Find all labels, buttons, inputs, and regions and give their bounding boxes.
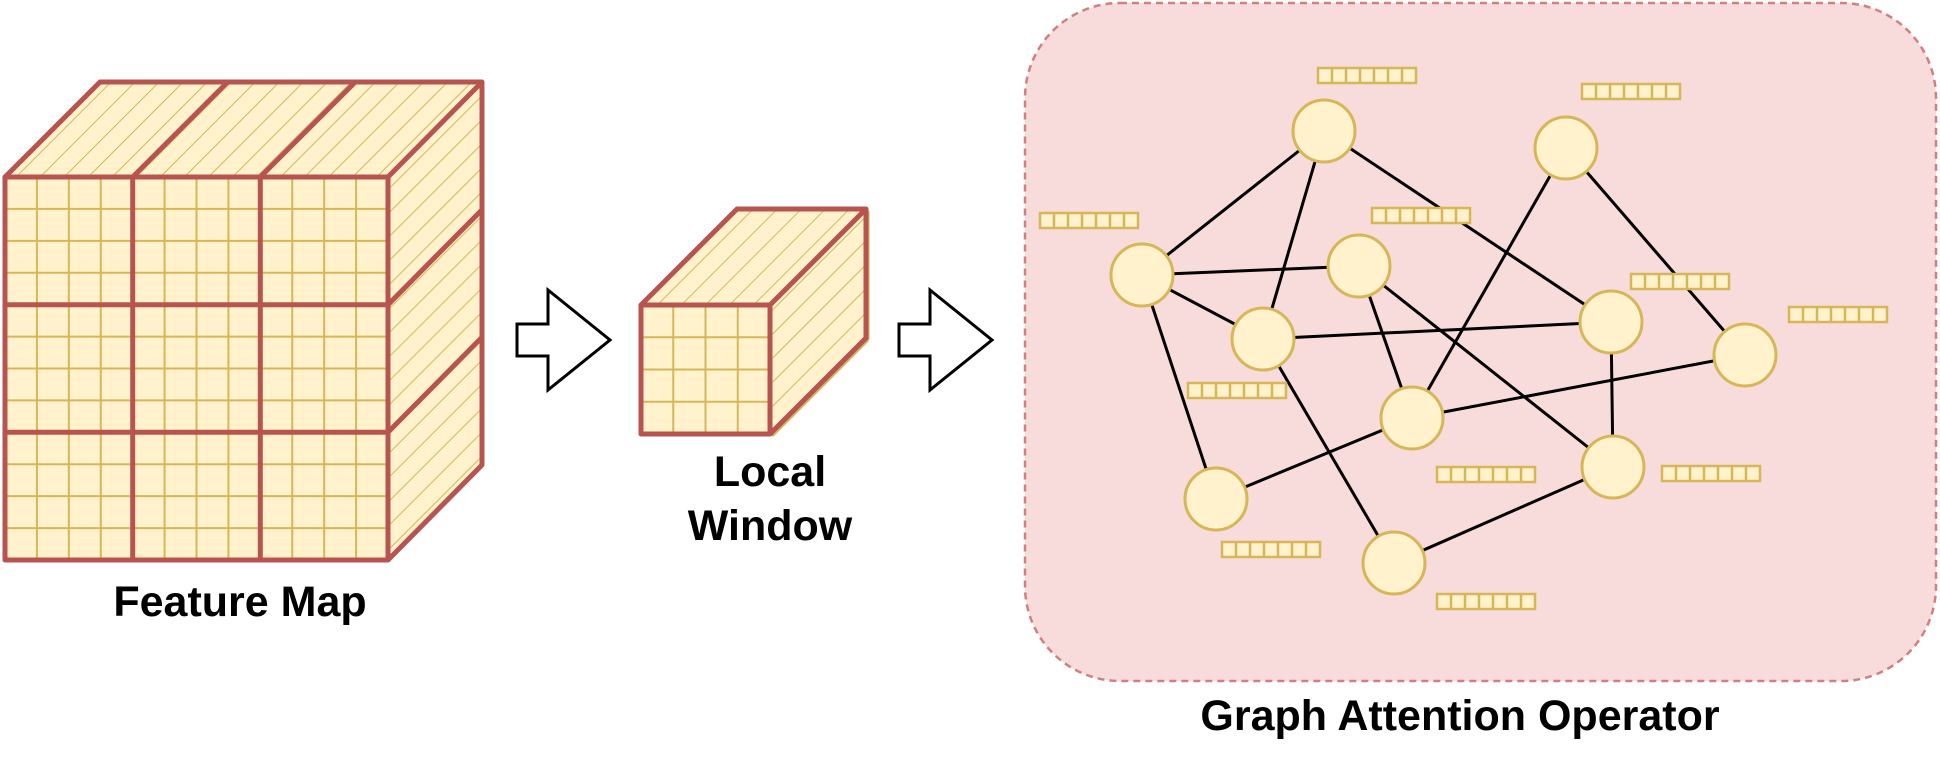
feature-vector-box bbox=[1435, 465, 1537, 484]
graph-node bbox=[1361, 530, 1427, 596]
graph-node bbox=[1533, 115, 1599, 181]
graph-node bbox=[1578, 289, 1644, 355]
feature-vector-box bbox=[1435, 592, 1537, 611]
feature-vector-box bbox=[1580, 82, 1682, 101]
feature-vector bbox=[1629, 272, 1731, 291]
graph-node bbox=[1379, 385, 1445, 451]
graph-edge bbox=[1215, 416, 1413, 501]
feature-map-cube bbox=[2, 79, 485, 563]
feature-vector bbox=[1435, 465, 1537, 484]
feature-vector-box bbox=[1316, 66, 1418, 85]
feature-map-caption: Feature Map bbox=[113, 578, 367, 626]
feature-vector bbox=[1660, 464, 1762, 483]
local-window-caption: Local Window bbox=[640, 445, 900, 553]
feature-vector bbox=[1316, 66, 1418, 85]
local-window-front-grid bbox=[641, 305, 770, 434]
graph-edge bbox=[1261, 130, 1326, 340]
feature-map-top-face bbox=[5, 82, 482, 177]
graph-attention-panel bbox=[1023, 1, 1938, 683]
graph-node bbox=[1326, 233, 1392, 299]
arrow-right-icon bbox=[515, 286, 613, 394]
graph-node bbox=[1230, 306, 1296, 372]
feature-vector bbox=[1787, 305, 1889, 324]
feature-vector bbox=[1038, 211, 1140, 230]
graph-edge bbox=[1410, 147, 1568, 419]
graph-edge bbox=[1323, 129, 1612, 324]
graph-edge bbox=[1141, 129, 1325, 277]
feature-vector-box bbox=[1629, 272, 1731, 291]
local-window-top-face bbox=[641, 209, 866, 305]
local-window-edges bbox=[638, 206, 869, 437]
feature-vector-box bbox=[1660, 464, 1762, 483]
graph-node bbox=[1183, 466, 1249, 532]
graph-edge bbox=[1358, 264, 1614, 469]
graph-node bbox=[1580, 434, 1646, 500]
feature-vector bbox=[1220, 540, 1322, 559]
local-window-caption-line2: Window bbox=[687, 502, 853, 550]
feature-vectors bbox=[1038, 66, 1889, 611]
graph-attention-operator-caption: Graph Attention Operator bbox=[1200, 692, 1720, 740]
feature-vector bbox=[1370, 206, 1472, 225]
arrow-right-icon-2 bbox=[897, 286, 995, 394]
local-window-cube bbox=[638, 206, 870, 438]
feature-map-side-face bbox=[388, 82, 482, 560]
graph-edge bbox=[1141, 264, 1360, 277]
feature-vector-box bbox=[1220, 540, 1322, 559]
graph-edge bbox=[1411, 353, 1746, 420]
local-window-caption-line1: Local bbox=[713, 448, 827, 496]
feature-vector-box bbox=[1038, 211, 1140, 230]
feature-vector bbox=[1580, 82, 1682, 101]
feature-vector-box bbox=[1186, 381, 1288, 400]
feature-vector bbox=[1435, 592, 1537, 611]
graph-edge bbox=[1393, 465, 1614, 565]
graph-node bbox=[1109, 242, 1175, 308]
graph-nodes bbox=[1109, 98, 1778, 596]
graph-node bbox=[1291, 98, 1357, 164]
feature-vector-box bbox=[1370, 206, 1472, 225]
graph-edge bbox=[1262, 320, 1612, 341]
graph-node bbox=[1712, 322, 1778, 388]
local-window-side-face bbox=[770, 209, 866, 434]
feature-vector-box bbox=[1787, 305, 1889, 324]
graph-edge bbox=[1564, 147, 1747, 356]
feature-map-edges bbox=[2, 79, 485, 563]
graph-edge bbox=[1140, 274, 1218, 500]
feature-vector bbox=[1186, 381, 1288, 400]
